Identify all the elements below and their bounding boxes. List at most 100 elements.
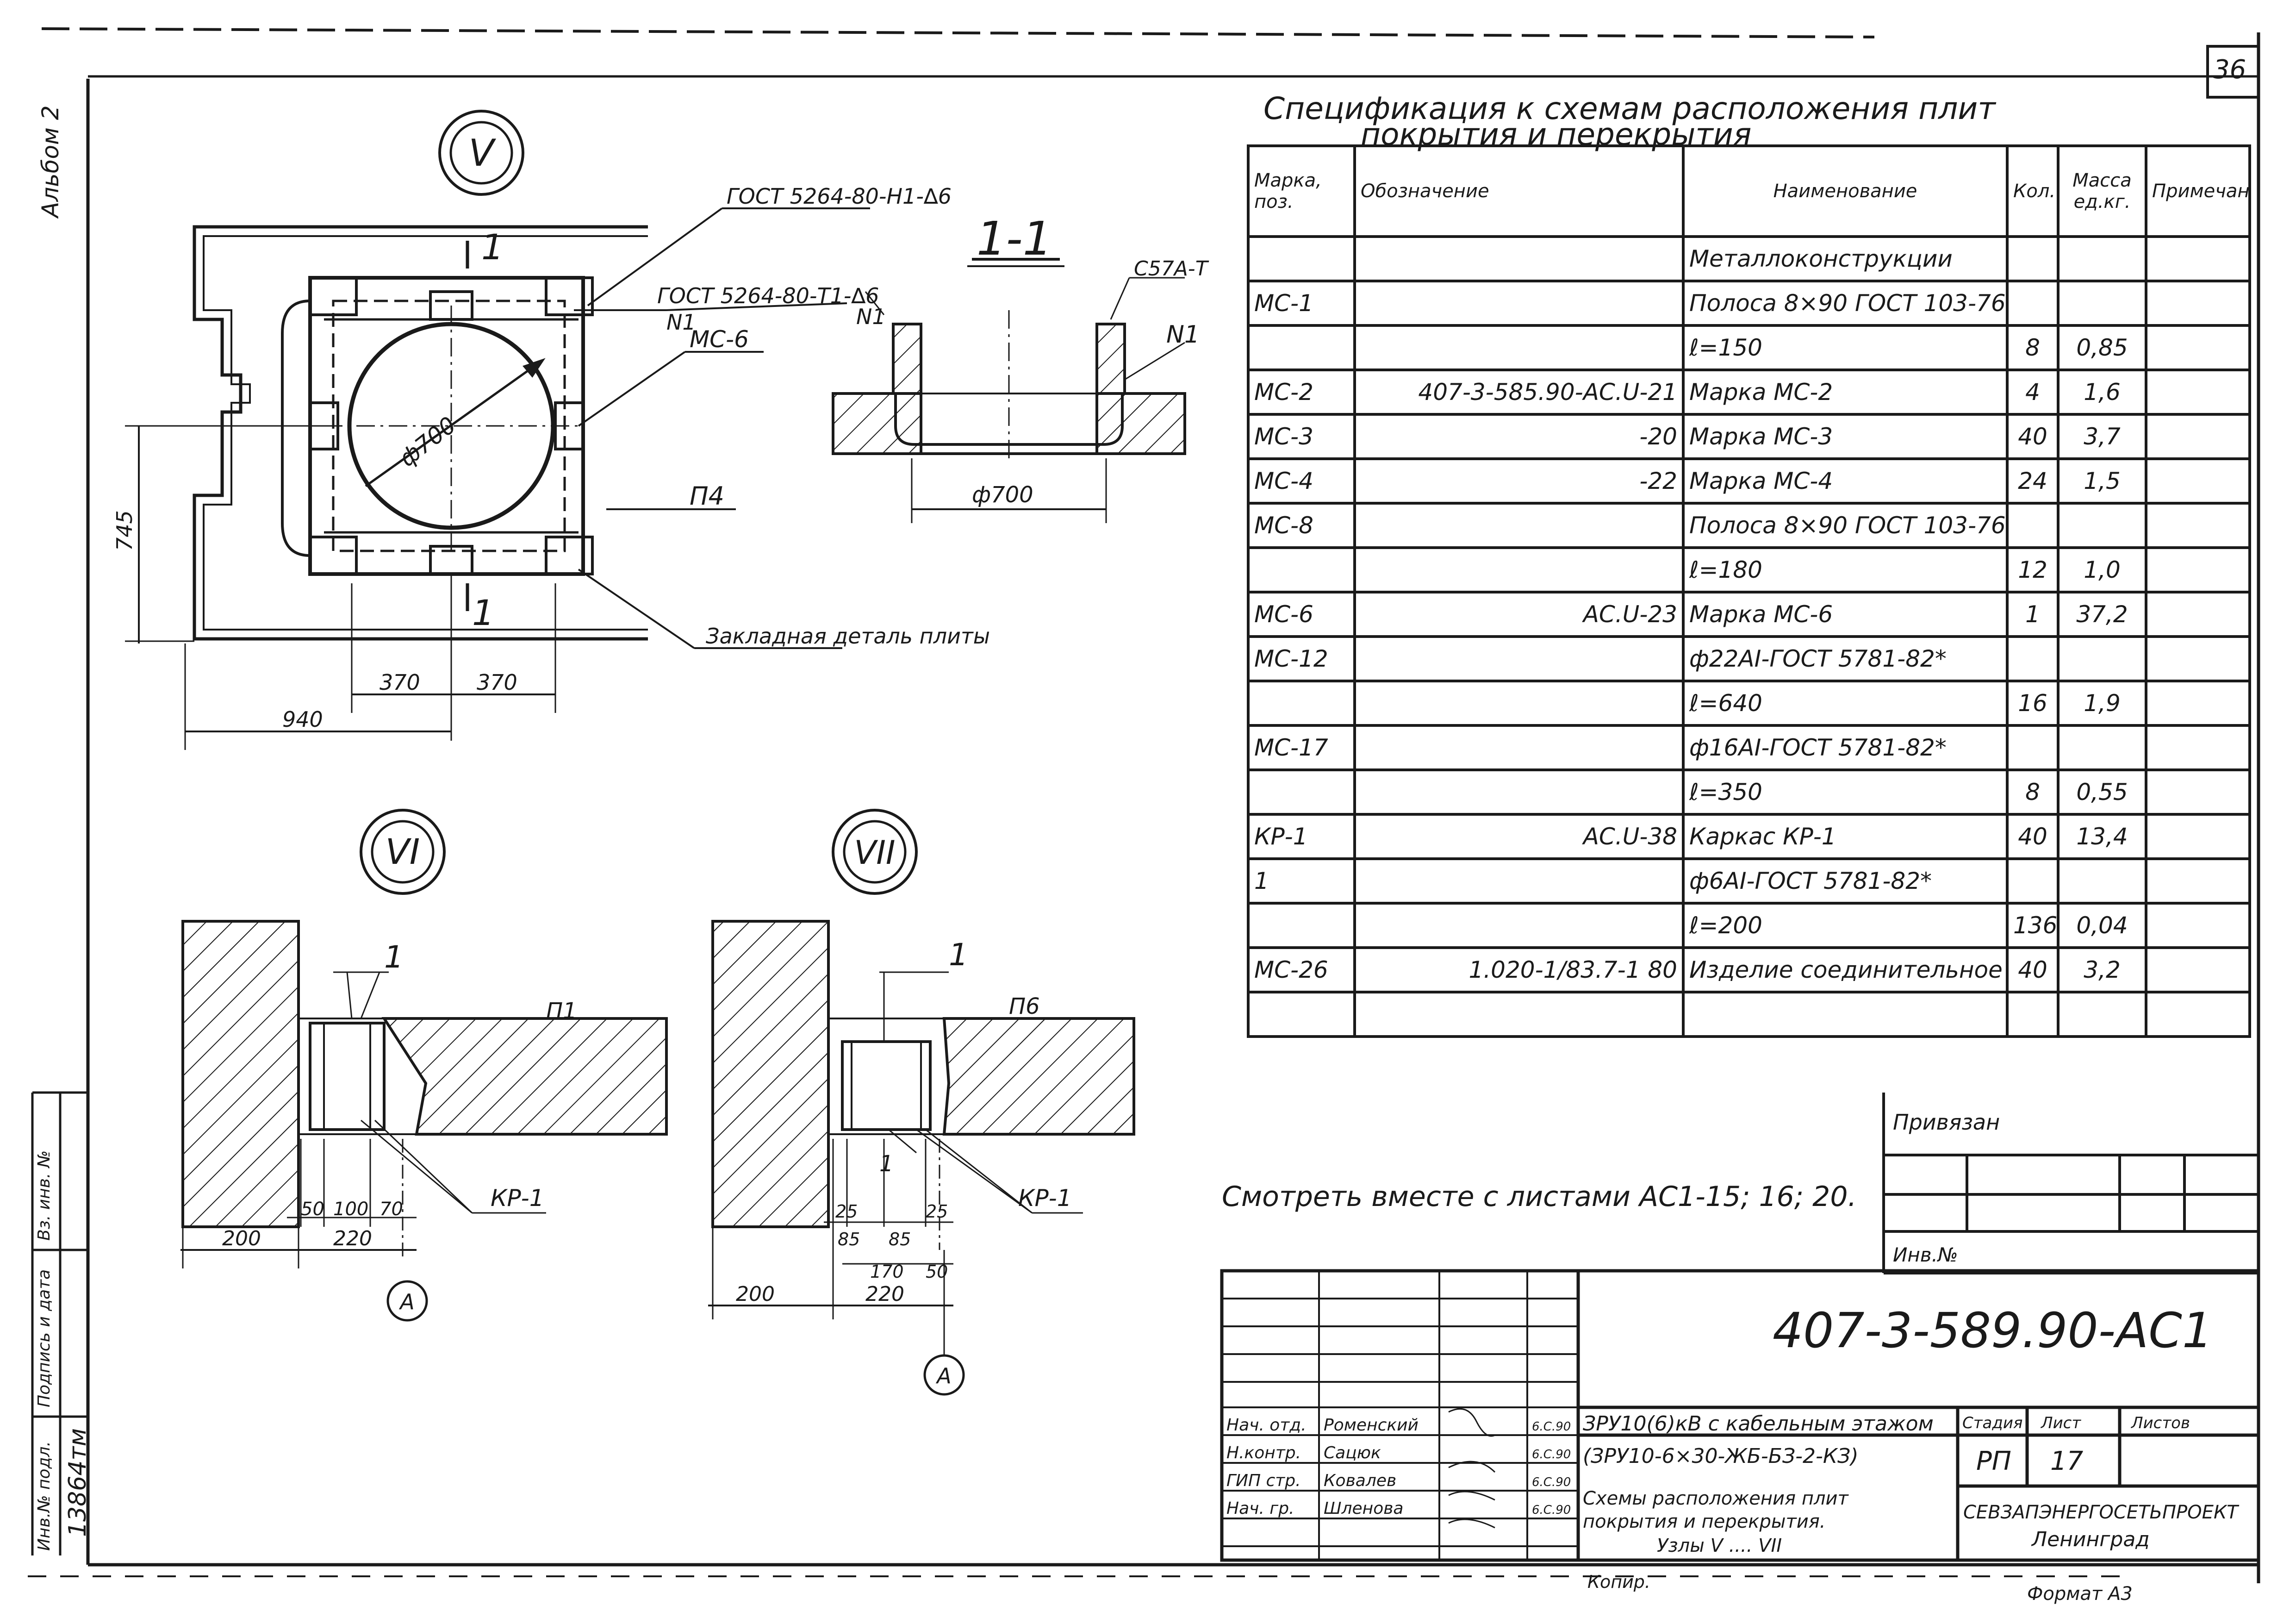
node-vii-dim-170: 170 (870, 1262, 904, 1282)
spec-designation-cell (1353, 857, 1685, 905)
spec-qty-cell (2006, 235, 2060, 282)
spec-designation-cell: -20 (1353, 413, 1685, 460)
spec-designation-cell (1353, 546, 1685, 593)
spec-name-cell: ф22АI-ГОСТ 5781-82* (1682, 635, 2009, 682)
tb-stage: РП (1976, 1446, 2011, 1476)
spec-note-cell (2145, 591, 2251, 638)
node-v-cut-top: 1 (481, 226, 504, 268)
spec-mass-cell: 37,2 (2057, 591, 2147, 638)
sheet-number: 36 (2213, 55, 2246, 85)
tb-date-2: 6.С.90 (1532, 1448, 1571, 1462)
spec-name-cell: ф6АI-ГОСТ 5781-82* (1682, 857, 2009, 905)
node-v-dim-940: 940 (282, 707, 323, 732)
node-vii-dim-85b: 85 (889, 1229, 911, 1249)
tb-role-4: Нач. гр. (1226, 1499, 1294, 1518)
footer-copied: Копир. (1587, 1572, 1650, 1592)
spec-mark-cell: МС-26 (1247, 946, 1356, 993)
spec-name-cell: ℓ=640 (1682, 680, 2009, 727)
tb-name-1: Роменский (1324, 1416, 1419, 1435)
spec-note-cell (2145, 724, 2251, 771)
tb-stage-label: Стадия (1962, 1414, 2022, 1432)
tb-role-1: Нач. отд. (1226, 1416, 1307, 1435)
spec-qty-cell: 40 (2006, 946, 2060, 993)
spec-designation-cell (1353, 724, 1685, 771)
spec-mass-cell (2057, 635, 2147, 682)
tb-object-line2: (ЗРУ10-6×30-ЖБ-БЗ-2-КЗ) (1583, 1444, 1859, 1468)
spec-mass-cell: 0,85 (2057, 324, 2147, 371)
spec-note-cell (2145, 991, 2251, 1038)
node-vii-dim-220: 220 (865, 1282, 904, 1306)
binding-block: Привязан Инв.№ (1882, 1093, 2259, 1274)
tb-sheets-label: Листов (2130, 1414, 2190, 1432)
spec-mass-cell: 0,55 (2057, 768, 2147, 816)
node-vii-callout2: 1 (879, 1151, 894, 1177)
spec-note-cell (2145, 680, 2251, 727)
spec-mark-cell: МС-17 (1247, 724, 1356, 771)
tb-sheet-label: Лист (2040, 1414, 2081, 1432)
spec-note-cell (2145, 413, 2251, 460)
spec-mark-cell (1247, 324, 1356, 371)
spec-header-qty: Кол. (2006, 144, 2060, 238)
tb-object-line1: ЗРУ10(6)кВ с кабельным этажом (1583, 1412, 1934, 1436)
spec-mass-cell: 0,04 (2057, 902, 2147, 949)
node-v-gost-top: ГОСТ 5264-80-Н1-∆6 (727, 184, 952, 209)
spec-designation-cell: 1.020-1/83.7-1 80 (1353, 946, 1685, 993)
node-vii-kr: КР-1 (1018, 1185, 1072, 1212)
spec-mass-cell: 1,0 (2057, 546, 2147, 593)
node-v-cut-bottom: 1 (472, 592, 494, 633)
spec-designation-cell: 407-3-585.90-АС.U-21 (1353, 369, 1685, 416)
spec-qty-cell (2006, 502, 2060, 549)
spec-mark-cell: МС-8 (1247, 502, 1356, 549)
stamp-inv-label: Инв.№ подл. (35, 1441, 54, 1551)
spec-qty-cell: 8 (2006, 324, 2060, 371)
spec-mass-cell (2057, 235, 2147, 282)
spec-header-name: Наименование (1682, 144, 2009, 238)
spec-name-cell: Полоса 8×90 ГОСТ 103-76* (1682, 502, 2009, 549)
spec-name-cell: Каркас КР-1 (1682, 813, 2009, 860)
spec-qty-cell: 40 (2006, 413, 2060, 460)
node-vi-axis: А (398, 1289, 414, 1314)
node-vi-label: VI (386, 831, 420, 872)
spec-mark-cell: КР-1 (1247, 813, 1356, 860)
spec-qty-cell: 4 (2006, 369, 2060, 416)
spec-name-cell: ℓ=350 (1682, 768, 2009, 816)
doc-code: 407-3-589.90-АС1 (1773, 1302, 2213, 1359)
spec-name-cell (1682, 991, 2009, 1038)
section-c57: С57А-Т (1134, 257, 1209, 281)
tb-date-1: 6.С.90 (1532, 1420, 1571, 1434)
spec-mass-cell (2057, 724, 2147, 771)
node-v-dim-370a: 370 (380, 670, 420, 695)
spec-qty-cell: 1 (2006, 591, 2060, 638)
spec-mark-cell (1247, 680, 1356, 727)
title-block: 407-3-589.90-АС1 Нач. отд. Роменский 6.С… (1220, 1269, 2260, 1562)
node-v-drawing: V ГОСТ 5264-80-Н1-∆6 ГОСТ 5264-80-Т1-∆6 … (112, 110, 990, 750)
section-title: 1-1 (977, 212, 1052, 266)
spec-mass-cell: 13,4 (2057, 813, 2147, 860)
spec-row: Металлоконструкции (1247, 235, 2251, 282)
spec-mark-cell (1247, 546, 1356, 593)
spec-designation-cell (1353, 235, 1685, 282)
node-vii-callout: 1 (949, 937, 968, 973)
spec-note-cell (2145, 857, 2251, 905)
section-n1: N1 (1166, 321, 1200, 349)
node-vi-dim-100: 100 (333, 1199, 368, 1220)
tb-org-line2: Ленинград (2031, 1528, 2150, 1551)
spec-note-cell (2145, 235, 2251, 282)
spec-title-line1: Спецификация к схемам расположения плит (1263, 91, 1996, 126)
spec-qty-cell: 12 (2006, 546, 2060, 593)
spec-note-cell (2145, 768, 2251, 816)
node-vii-dim-50: 50 (926, 1262, 948, 1282)
spec-designation-cell (1353, 680, 1685, 727)
spec-mass-cell (2057, 857, 2147, 905)
spec-mass-cell: 3,7 (2057, 413, 2147, 460)
